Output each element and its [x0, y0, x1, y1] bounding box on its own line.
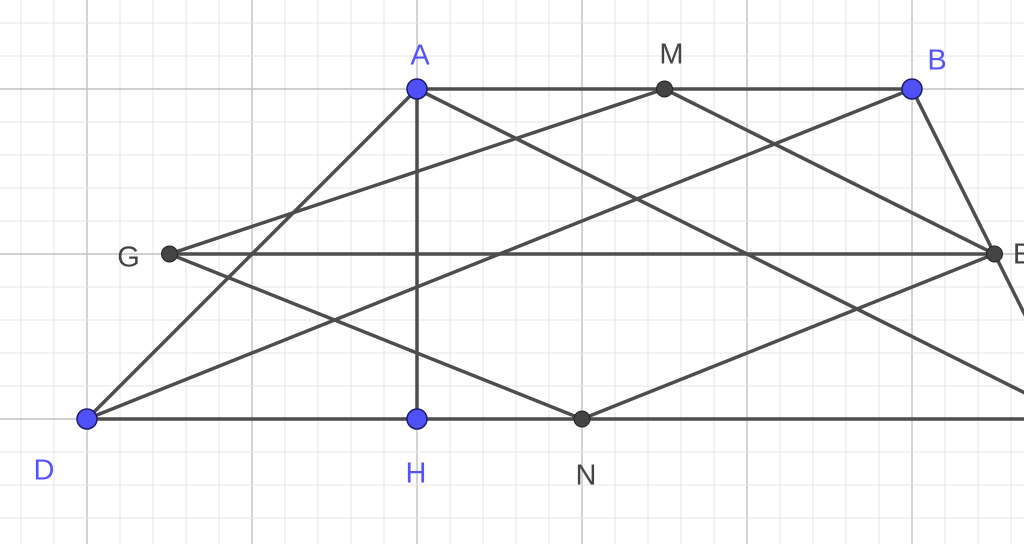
- label-d: D: [34, 455, 55, 487]
- label-a: A: [410, 40, 430, 72]
- label-e: E: [1013, 239, 1024, 271]
- point-h[interactable]: [406, 408, 428, 430]
- points: [76, 78, 1003, 430]
- segment-gn[interactable]: [167, 252, 584, 421]
- point-m[interactable]: [656, 80, 673, 98]
- point-g[interactable]: [161, 245, 178, 263]
- point-b[interactable]: [901, 78, 923, 100]
- label-b: B: [927, 45, 946, 77]
- label-m: M: [659, 39, 683, 71]
- label-n: N: [576, 460, 597, 492]
- segment-gm[interactable]: [167, 87, 667, 256]
- point-n[interactable]: [573, 410, 591, 428]
- point-e[interactable]: [986, 245, 1003, 263]
- segment-me[interactable]: [662, 87, 997, 256]
- point-a[interactable]: [406, 78, 428, 100]
- segment-ne[interactable]: [580, 252, 997, 421]
- point-d[interactable]: [76, 408, 98, 430]
- label-h: H: [406, 458, 427, 490]
- segments: [85, 87, 1024, 421]
- label-g: G: [117, 242, 140, 274]
- point-labels: ABCDHMNGE: [34, 39, 1024, 492]
